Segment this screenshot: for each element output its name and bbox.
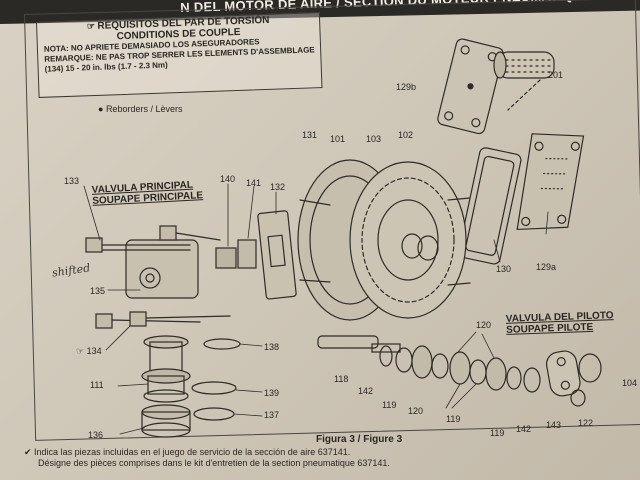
label-142a: 142 xyxy=(358,386,374,396)
label-111: 111 xyxy=(90,380,104,390)
part-201-muffler xyxy=(493,51,555,79)
label-135: 135 xyxy=(90,286,106,296)
footnote-line-fr: Désigne des pièces comprises dans le kit… xyxy=(38,458,390,468)
part-130-gasket xyxy=(458,147,522,265)
label-102: 102 xyxy=(398,130,414,140)
torque-symbol-icon-134: ☞ xyxy=(76,346,87,356)
label-118: 118 xyxy=(334,374,349,384)
label-104: 104 xyxy=(622,378,638,388)
part-111-spool xyxy=(141,335,191,403)
label-134-text: 134 xyxy=(86,346,102,356)
label-120a: 120 xyxy=(476,320,492,330)
footnote-line-es: ✔ Indica las piezas incluidas en el jueg… xyxy=(24,447,624,458)
part-132-gasket xyxy=(257,210,297,300)
label-142b: 142 xyxy=(516,424,532,434)
label-139: 139 xyxy=(264,388,280,398)
part-140-block xyxy=(215,247,237,269)
bullet-icon: ● xyxy=(98,104,106,114)
label-137: 137 xyxy=(264,410,280,420)
part-129a-cover xyxy=(516,133,585,231)
label-122: 122 xyxy=(578,418,594,428)
label-140: 140 xyxy=(220,174,236,184)
label-133: 133 xyxy=(64,176,80,186)
footnote-es-text: Indica las piezas incluidas en el juego … xyxy=(34,447,351,457)
part-143-link xyxy=(546,350,581,397)
part-104-ring xyxy=(578,353,602,383)
part-135-valve-body xyxy=(125,239,199,299)
label-129b: 129b xyxy=(396,82,417,92)
part-141-block xyxy=(237,239,257,269)
label-131: 131 xyxy=(302,130,318,140)
part-102-housing xyxy=(349,161,467,319)
label-119b: 119 xyxy=(446,414,461,424)
part-122-ring xyxy=(570,389,586,407)
label-119c: 119 xyxy=(490,428,505,438)
label-103: 103 xyxy=(366,134,382,144)
part-136-piston xyxy=(141,404,191,438)
label-134: ☞ 134 xyxy=(76,346,102,357)
label-119a: 119 xyxy=(382,400,397,410)
part-137-ring xyxy=(193,407,235,421)
reborders-label: ● Reborders / Lèvers xyxy=(98,104,182,114)
part-138-ring xyxy=(203,338,241,350)
pilot-valve-stack xyxy=(379,345,541,393)
label-143: 143 xyxy=(546,420,562,430)
part-134-screws xyxy=(95,311,231,329)
label-120b: 120 xyxy=(408,406,424,416)
part-118-shaft xyxy=(317,335,401,353)
part-129b-plate xyxy=(437,38,504,135)
checkmark-icon: ✔ xyxy=(24,447,35,457)
label-101: 101 xyxy=(330,134,346,144)
label-132: 132 xyxy=(270,182,286,192)
label-141: 141 xyxy=(246,178,262,188)
label-138: 138 xyxy=(264,342,280,352)
figure-caption: Figura 3 / Figure 3 xyxy=(316,434,403,445)
label-201: 201 xyxy=(548,70,564,80)
reborders-label-text: Reborders / Lèvers xyxy=(105,104,183,114)
label-129a: 129a xyxy=(536,262,557,272)
part-139-ring xyxy=(191,381,237,395)
label-136: 136 xyxy=(88,430,104,440)
label-130: 130 xyxy=(496,264,512,274)
part-133-screws xyxy=(85,225,221,253)
footnote: ✔ Indica las piezas incluidas en el jueg… xyxy=(24,447,624,469)
